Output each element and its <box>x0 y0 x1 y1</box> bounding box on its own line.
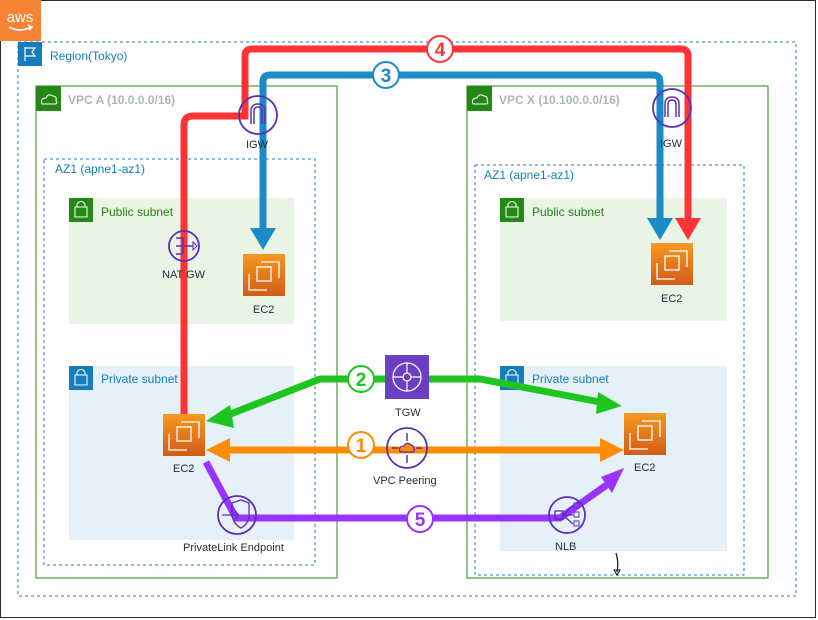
route-1-line <box>206 438 624 462</box>
vpc-a-label: VPC A (10.0.0.0/16) <box>68 93 176 107</box>
vpc-peering-label: VPC Peering <box>373 475 437 487</box>
route-badge-1: 1 <box>347 431 375 459</box>
svg-text:2: 2 <box>356 370 367 391</box>
route-badge-2: 2 <box>347 365 375 393</box>
region-label: Region(Tokyo) <box>50 49 128 63</box>
az-a-box <box>43 158 316 566</box>
vpc-cloud-icon <box>467 86 492 111</box>
nlb-label: NLB <box>555 541 577 553</box>
nlb-icon[interactable] <box>548 496 586 534</box>
private-subnet-x <box>500 366 727 551</box>
ec2-a-private-icon[interactable] <box>163 414 205 456</box>
transit-gateway-icon[interactable] <box>385 355 429 399</box>
svg-text:3: 3 <box>381 66 392 87</box>
private-subnet-x-label: Private subnet <box>532 372 609 386</box>
vpc-peering-icon[interactable] <box>386 427 428 469</box>
ec2-x-public-icon[interactable] <box>651 243 693 285</box>
igw-a-label: IGW <box>246 139 268 151</box>
vpc-cloud-icon <box>36 86 61 111</box>
ec2-a-public-icon[interactable] <box>243 254 285 296</box>
svg-text:1: 1 <box>356 436 367 457</box>
az-x-box <box>474 164 745 576</box>
privatelink-label: PrivateLink Endpoint <box>183 542 284 554</box>
nat-gw-label: NAT GW <box>162 269 205 281</box>
ec2-x-public-label: EC2 <box>661 293 683 305</box>
svg-text:4: 4 <box>435 40 446 61</box>
vpc-x-label: VPC X (10.100.0.0/16) <box>499 93 620 107</box>
cursor-arrow-icon <box>613 552 621 576</box>
tgw-label: TGW <box>395 407 421 419</box>
route-badge-5: 5 <box>406 505 434 533</box>
az-x-label: AZ1 (apne1-az1) <box>484 168 575 182</box>
route-badge-3: 3 <box>372 61 400 89</box>
privatelink-endpoint-icon[interactable] <box>217 495 257 535</box>
igw-x-icon[interactable] <box>652 88 692 128</box>
ec2-x-private-label: EC2 <box>634 462 656 474</box>
ec2-x-private-icon[interactable] <box>624 413 666 455</box>
ec2-a-private-label: EC2 <box>173 463 195 475</box>
route-5-line <box>202 460 624 522</box>
private-subnet-a-label: Private subnet <box>101 372 178 386</box>
public-subnet-a-label: Public subnet <box>101 205 174 219</box>
aws-logo-text: aws <box>7 9 34 26</box>
igw-a-icon[interactable] <box>238 95 278 135</box>
ec2-a-public-label: EC2 <box>253 304 275 316</box>
az-a-label: AZ1 (apne1-az1) <box>55 162 146 176</box>
region-flag-icon <box>18 42 42 66</box>
vpc-x-group <box>466 85 769 579</box>
route-badge-4: 4 <box>426 35 454 63</box>
igw-x-label: IGW <box>660 138 682 150</box>
region-group <box>17 41 797 597</box>
route-3-line <box>250 71 673 250</box>
nat-gateway-icon[interactable] <box>168 230 200 262</box>
public-subnet-x-label: Public subnet <box>532 205 605 219</box>
route-4-line <box>180 45 701 420</box>
svg-text:5: 5 <box>415 510 426 531</box>
aws-logo: aws <box>0 0 41 41</box>
